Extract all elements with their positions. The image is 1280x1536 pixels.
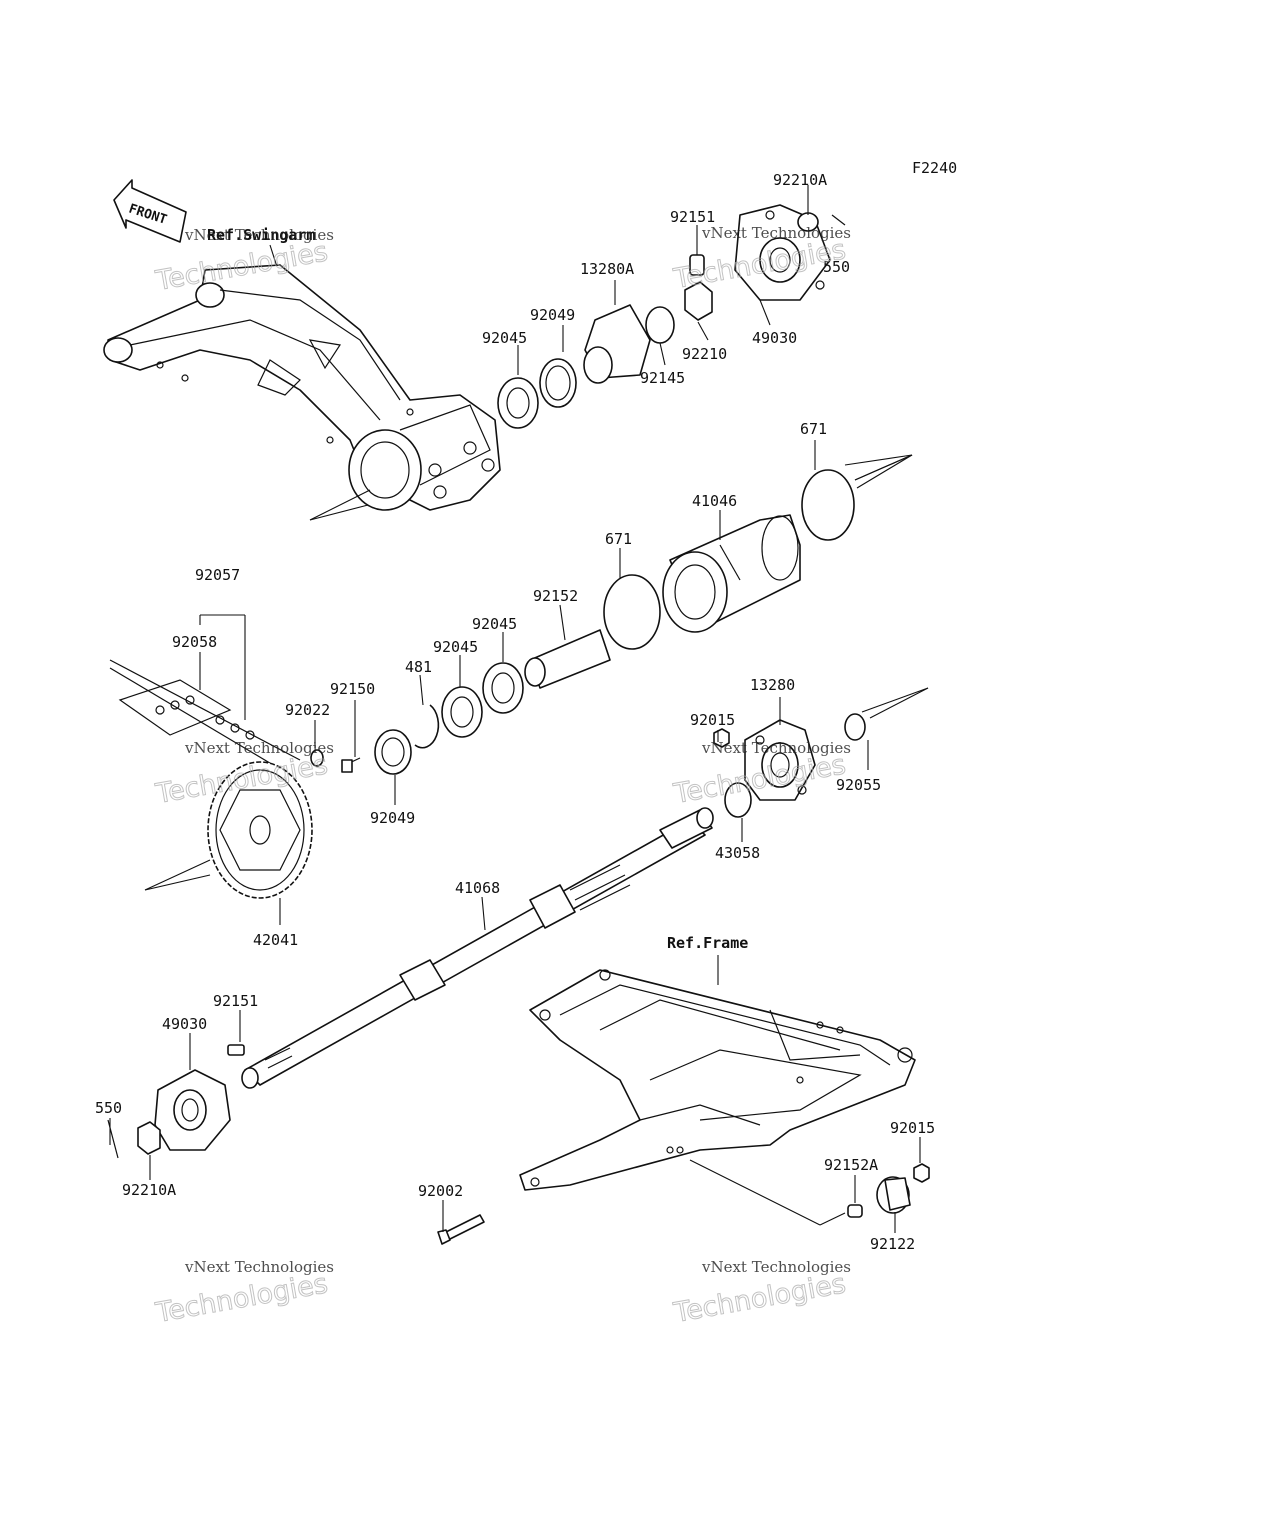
rear-sprocket-drawing [207,761,313,899]
label-550-bottom: 550 [95,1099,122,1117]
label-41068: 41068 [455,879,500,897]
label-41046: 41046 [692,492,737,510]
label-13280: 13280 [750,676,795,694]
svg-text:vNext Technologies: vNext Technologies [701,739,851,757]
label-92150: 92150 [330,680,375,698]
label-92049-top: 92049 [530,306,575,324]
svg-text:vNext Technologies: vNext Technologies [701,1258,851,1276]
bushing-drawing [876,1176,911,1214]
label-92045-b: 92045 [433,638,478,656]
swingarm-drawing [103,264,501,511]
collar-drawing [847,1204,863,1218]
label-92122: 92122 [870,1235,915,1253]
bearing-seal-top-drawing [497,358,577,429]
svg-text:Technologies: Technologies [153,1268,330,1329]
label-671-right: 671 [800,420,827,438]
label-92058: 92058 [172,633,217,651]
bolt-92150-drawing [341,757,361,773]
label-92055: 92055 [836,776,881,794]
nut-bottom-drawing [913,1163,930,1183]
label-92002: 92002 [418,1182,463,1200]
ref-frame-label: Ref.Frame [667,934,748,952]
label-43058: 43058 [715,844,760,862]
seal-lower-drawing [374,729,412,775]
label-92049-bottom: 92049 [370,809,415,827]
watermark-5: vNext Technologies Technologies [152,1258,334,1330]
label-92022: 92022 [285,701,330,719]
label-92015-top: 92015 [690,711,735,729]
svg-text:Technologies: Technologies [671,1268,848,1329]
label-92045-top: 92045 [482,329,527,347]
front-arrow-icon: FRONT [113,179,187,243]
bearing-housing-drawing [662,514,801,633]
label-92057: 92057 [195,566,240,584]
label-49030-bottom: 49030 [162,1015,207,1033]
watermark-6: vNext Technologies Technologies [670,1258,851,1330]
circlip-drawing [414,704,440,749]
label-49030-top: 49030 [752,329,797,347]
bolt-92002-drawing [437,1214,485,1245]
svg-text:vNext Technologies: vNext Technologies [184,226,334,244]
label-13280A: 13280A [580,260,634,278]
label-42041: 42041 [253,931,298,949]
drive-chain-drawing [109,659,301,776]
label-92015-bottom: 92015 [890,1119,935,1137]
svg-text:vNext Technologies: vNext Technologies [184,739,334,757]
ref-swingarm-label: Ref.Swingarm [207,226,315,244]
o-ring-small-drawing [844,713,866,741]
label-481: 481 [405,658,432,676]
bearings-mid-drawing [441,662,524,738]
rear-hub-top-drawing [583,204,846,384]
label-92045-a: 92045 [472,615,517,633]
frame-drawing [519,969,916,1191]
svg-text:vNext Technologies: vNext Technologies [184,1258,334,1276]
rear-hub-bottom-drawing [107,1044,245,1159]
label-92210A-top: 92210A [773,171,827,189]
label-92145: 92145 [640,369,685,387]
label-92151-bottom: 92151 [213,992,258,1010]
label-92210A-bottom: 92210A [122,1181,176,1199]
washer-drawing [310,749,324,767]
label-92151-top: 92151 [670,208,715,226]
label-92152A: 92152A [824,1156,878,1174]
o-ring-right-drawing [801,469,855,541]
label-92210: 92210 [682,345,727,363]
label-671-mid: 671 [605,530,632,548]
label-550-top: 550 [823,258,850,276]
circlip-43058-drawing [724,782,752,818]
o-ring-mid-drawing [603,574,661,650]
figure-code: F2240 [912,159,957,177]
svg-text:vNext Technologies: vNext Technologies [701,224,851,242]
sleeve-drawing [524,629,611,689]
sprocket-hub-drawing [744,719,816,801]
label-92152: 92152 [533,587,578,605]
rear-axle-drawing [241,807,714,1089]
